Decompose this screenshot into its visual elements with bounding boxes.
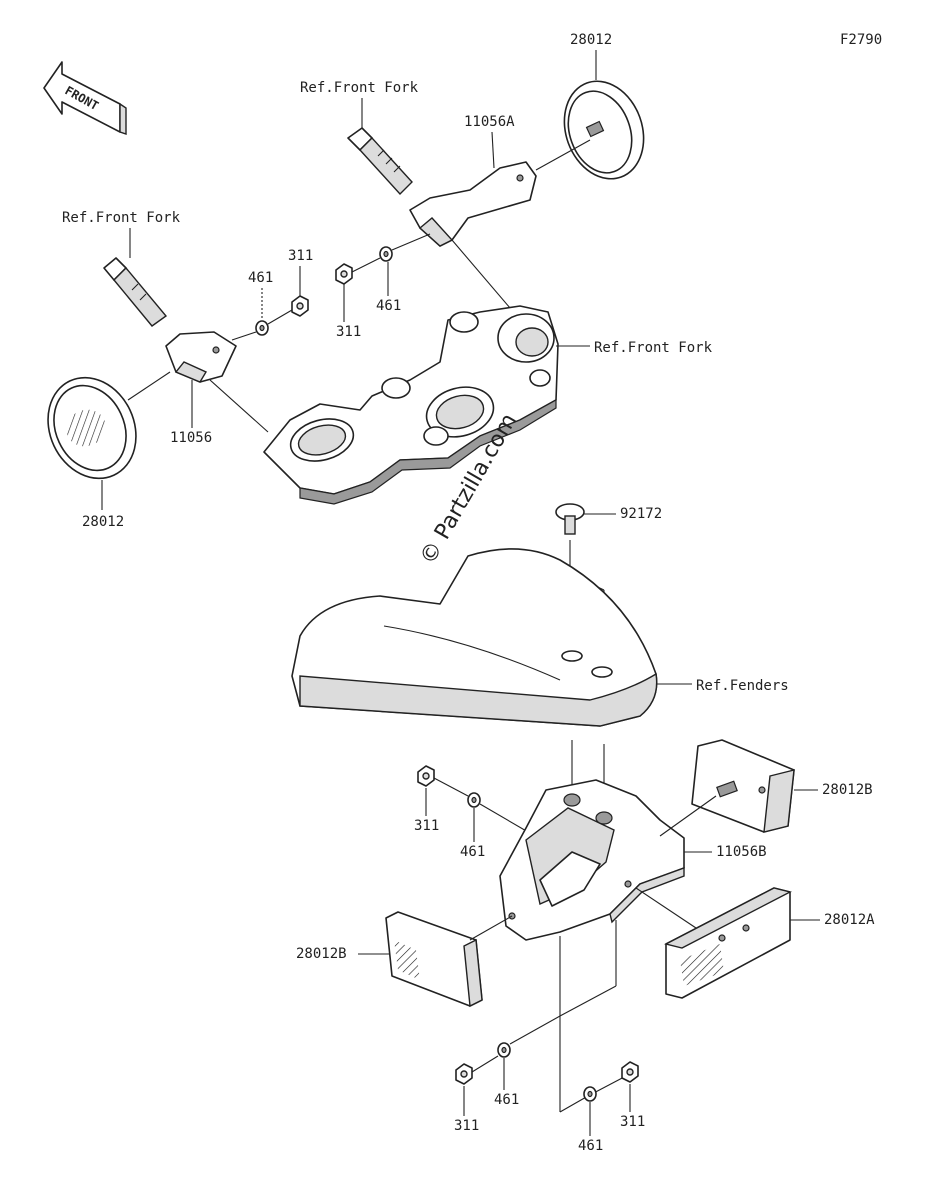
- front-arrow-icon: FRONT: [43, 61, 127, 135]
- reflector-rear-b-right: [691, 739, 795, 833]
- callout-washer-bottom-left: 461: [494, 1092, 519, 1108]
- callout-washer-left: 461: [248, 270, 273, 286]
- callout-reflector-left: 28012: [82, 514, 124, 530]
- callout-washer-bottom-right: 461: [578, 1138, 603, 1154]
- nut-center: [335, 263, 353, 285]
- callout-reflector-rear-a: 28012A: [824, 912, 875, 928]
- callout-bracket-11056: 11056: [170, 430, 212, 446]
- callout-bracket-11056a: 11056A: [464, 114, 515, 130]
- callout-ref-front-fork-top: Ref.Front Fork: [300, 80, 419, 96]
- callout-reflector-rear-b-right: 28012B: [822, 782, 873, 798]
- callout-washer-rear-a: 461: [460, 844, 485, 860]
- reflector-front-left: [47, 376, 137, 480]
- callout-bracket-11056b: 11056B: [716, 844, 767, 860]
- callout-nut-rear-a: 311: [414, 818, 439, 834]
- reflector-rear-b-left: [385, 911, 483, 1008]
- bolt-front-fork-left: [103, 257, 168, 327]
- nut-bottom-right: [621, 1061, 639, 1083]
- nut-left: [291, 295, 309, 317]
- screw-92172: [555, 503, 585, 535]
- washer-bottom-right: [583, 1086, 597, 1102]
- nut-bottom-left: [455, 1063, 473, 1085]
- bracket-11056a: [409, 161, 537, 247]
- triple-clamp: [263, 305, 559, 505]
- callout-reflector-top-right: 28012: [570, 32, 612, 48]
- reflector-rear-a: [664, 887, 792, 999]
- callout-washer-center: 461: [376, 298, 401, 314]
- nut-rear-a: [417, 765, 435, 787]
- callout-reflector-rear-b-left: 28012B: [296, 946, 347, 962]
- callout-nut-bottom-right: 311: [620, 1114, 645, 1130]
- callout-nut-left: 311: [288, 248, 313, 264]
- fender: [291, 548, 658, 727]
- reflector-front-right: [563, 80, 645, 180]
- callout-screw: 92172: [620, 506, 662, 522]
- bracket-11056: [165, 331, 237, 383]
- figure-code: F2790: [840, 32, 882, 48]
- callout-ref-front-fork-left: Ref.Front Fork: [62, 210, 181, 226]
- washer-center: [379, 246, 393, 262]
- callout-ref-front-fork-right: Ref.Front Fork: [594, 340, 713, 356]
- bolt-front-fork-top: [347, 127, 413, 196]
- washer-left: [255, 320, 269, 336]
- washer-bottom-left: [497, 1042, 511, 1058]
- callout-nut-center: 311: [336, 324, 361, 340]
- bracket-11056b: [499, 779, 685, 941]
- washer-rear-a: [467, 792, 481, 808]
- callout-ref-fenders: Ref.Fenders: [696, 678, 789, 694]
- callout-nut-bottom-left: 311: [454, 1118, 479, 1134]
